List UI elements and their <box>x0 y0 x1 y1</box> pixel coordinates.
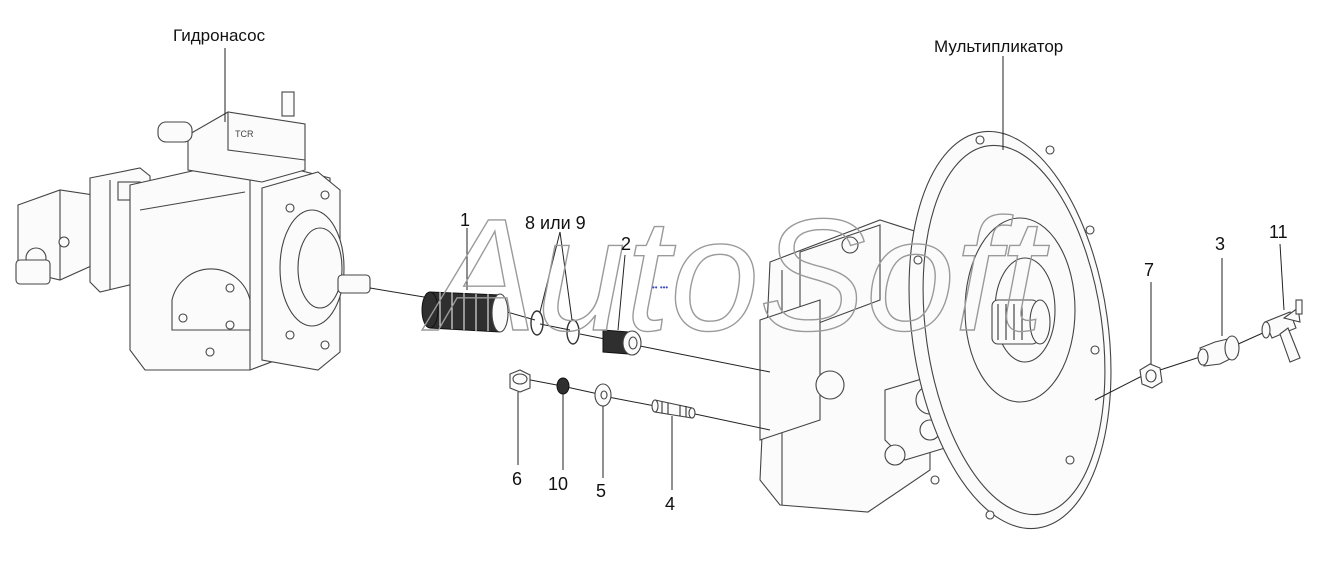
callout-2: 2 <box>621 234 631 254</box>
hydraulic-pump-drawing: TCR <box>15 91 371 371</box>
label-hydraulic-pump: Гидронасос <box>173 26 266 45</box>
callout-1: 1 <box>460 210 470 230</box>
svg-text:TCR: TCR <box>235 129 254 139</box>
part-9-ring <box>566 319 580 345</box>
part-1-splined-sleeve <box>421 291 509 333</box>
callout-8-or-9: 8 или 9 <box>525 213 586 233</box>
callout-4: 4 <box>665 494 675 514</box>
part-4-stud <box>651 399 696 419</box>
watermark-dots: •• ••• <box>652 283 668 292</box>
multiplier-drawing <box>759 130 1112 530</box>
part-8-ring <box>530 310 544 336</box>
callout-5: 5 <box>596 481 606 501</box>
part-3-adapter <box>1197 335 1240 367</box>
part-11-elbow-fitting <box>1261 299 1303 363</box>
part-10-lock-washer <box>556 377 570 395</box>
callout-3: 3 <box>1215 234 1225 254</box>
label-multiplier: Мультипликатор <box>934 37 1063 56</box>
part-5-washer <box>594 383 612 407</box>
watermark-text: AutoSoft <box>422 185 1049 364</box>
part-6-nut <box>509 369 531 393</box>
callout-11: 11 <box>1269 222 1288 242</box>
part-7-fitting-nut <box>1139 363 1163 389</box>
part-2-bushing <box>602 329 642 356</box>
callout-7: 7 <box>1144 260 1154 280</box>
callout-6: 6 <box>512 469 522 489</box>
callout-10: 10 <box>548 474 568 494</box>
